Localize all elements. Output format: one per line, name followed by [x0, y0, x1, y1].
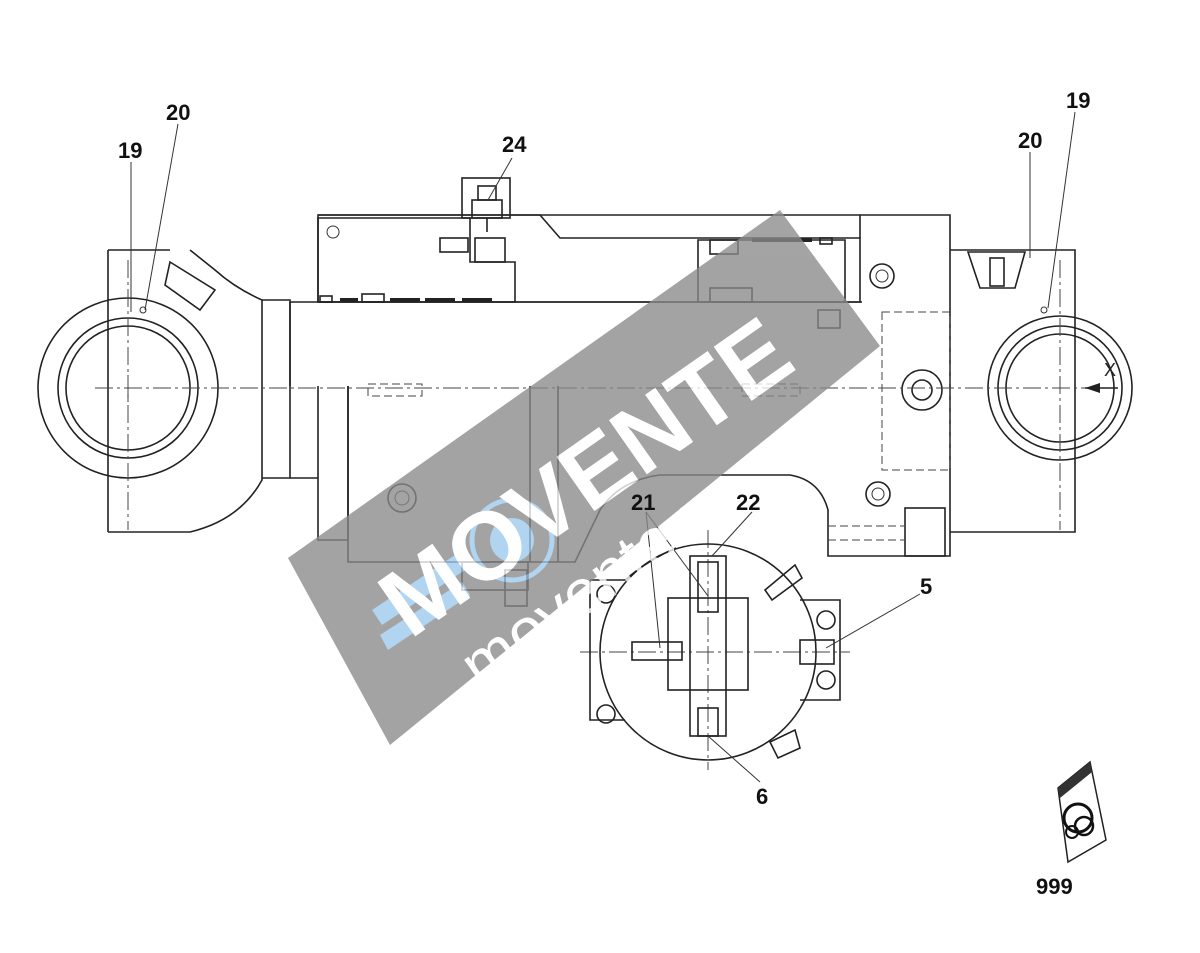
- callout-21: 21: [631, 490, 655, 515]
- left-eye-end: [37, 249, 291, 533]
- callout-20-right: 20: [1018, 128, 1042, 153]
- callout-19-right: 19: [1066, 88, 1090, 113]
- callout-6: 6: [756, 784, 768, 809]
- callout-24: 24: [502, 132, 527, 157]
- right-eye-end: [950, 249, 1133, 533]
- watermark-logo: [372, 497, 555, 650]
- callout-999: 999: [1036, 874, 1073, 899]
- section-view-x: [589, 543, 841, 761]
- leader-lines: [130, 111, 1076, 783]
- seal-kit-package-icon: [1057, 760, 1107, 864]
- callout-22: 22: [736, 490, 760, 515]
- grease-nipple-24: [461, 177, 511, 232]
- callouts: 19 20 24 19 20 21 22 5 6 999 X: [118, 88, 1116, 899]
- callout-20-left: 20: [166, 100, 190, 125]
- watermark: MOVENTE movente.ru: [288, 210, 880, 745]
- callout-5: 5: [920, 574, 932, 599]
- callout-19-left: 19: [118, 138, 142, 163]
- axis-label-x: X: [1104, 360, 1116, 380]
